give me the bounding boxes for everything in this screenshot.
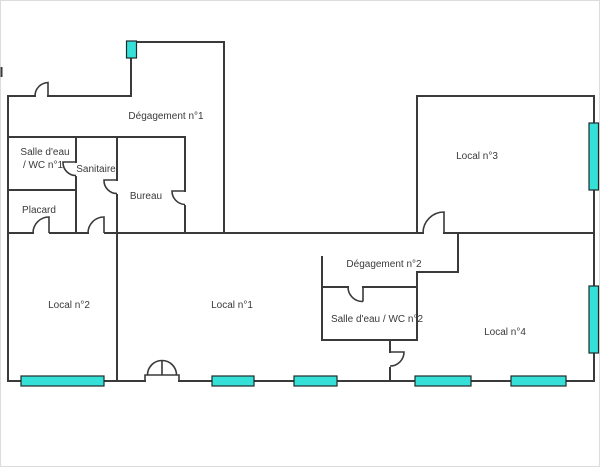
- room-label-local-4: Local n°4: [484, 327, 526, 338]
- room-label-sanitaire: Sanitaire: [76, 164, 116, 175]
- door-bureau-corridor: [171, 190, 186, 206]
- door-salle-eau1-sanitaire: [62, 161, 77, 177]
- room-label-salle-eau-wc-1-line2: / WC n°1: [23, 160, 64, 171]
- room-label-salle-eau-wc-1-line1: Salle d'eau: [20, 147, 69, 158]
- window-local4-bottom-west: [414, 375, 472, 387]
- room-label-bureau: Bureau: [130, 191, 162, 202]
- wall-degagement2-step: [416, 232, 459, 273]
- room-label-local-2: Local n°2: [48, 300, 90, 311]
- room-label-local-1: Local n°1: [211, 300, 253, 311]
- door-entrance-double: [144, 359, 180, 381]
- wall-top-left-exterior: [7, 41, 225, 234]
- door-sanitaire-bureau: [103, 179, 118, 195]
- room-label-local-3: Local n°3: [456, 151, 498, 162]
- door-entry-top-left: [34, 81, 49, 97]
- window-local2-bottom: [20, 375, 105, 387]
- room-label-salle-eau-wc-2: Salle d'eau / WC n°2: [331, 314, 424, 325]
- window-local1-bottom-west: [211, 375, 255, 387]
- window-local4-right: [588, 285, 600, 354]
- door-local1-local4: [389, 351, 405, 367]
- room-label-placard: Placard: [22, 205, 56, 216]
- door-degagement2-salle-eau2: [347, 286, 364, 303]
- window-local4-bottom-east: [510, 375, 567, 387]
- window-local3-right: [588, 122, 600, 191]
- wall-local3-top-left: [416, 95, 595, 234]
- window-top-degagement1: [125, 40, 138, 59]
- window-local1-bottom-east: [293, 375, 338, 387]
- door-local2-placard: [32, 216, 50, 234]
- room-label-degagement-2: Dégagement n°2: [346, 259, 422, 270]
- room-label-degagement-1: Dégagement n°1: [128, 111, 204, 122]
- door-degagement2-local3: [422, 211, 445, 234]
- door-local2-sanitaire: [87, 216, 105, 234]
